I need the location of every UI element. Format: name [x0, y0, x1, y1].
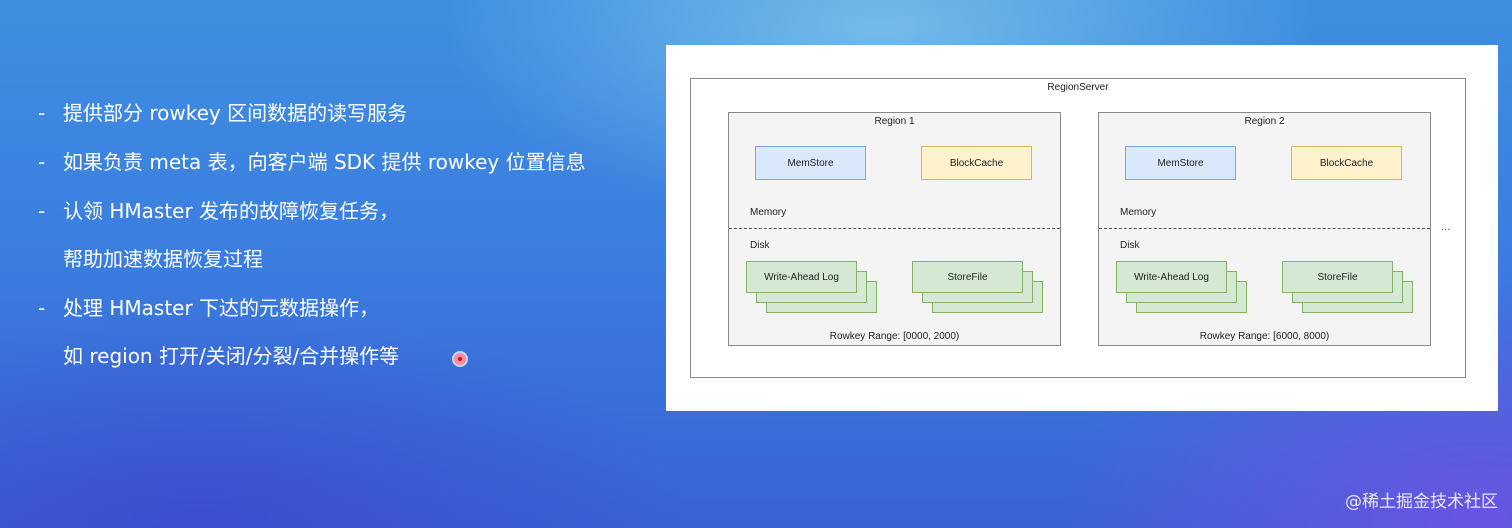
bullet-item: -提供部分 rowkey 区间数据的读写服务 — [38, 100, 407, 126]
bullet-text: 处理 HMaster 下达的元数据操作， — [63, 296, 380, 320]
more-regions-ellipsis: ... — [1441, 222, 1451, 233]
region-box: Region 1 MemStore BlockCache Memory Disk… — [728, 112, 1061, 346]
bullet-continuation: 帮助加速数据恢复过程 — [38, 246, 263, 272]
regionserver-box: RegionServer Region 1 MemStore BlockCach… — [690, 78, 1466, 378]
disk-label: Disk — [1120, 240, 1140, 251]
pointer-cursor-icon — [454, 353, 466, 365]
wal-stack: Write-Ahead Log — [1116, 261, 1248, 313]
bullet-text: 如 region 打开/关闭/分裂/合并操作等 — [63, 344, 400, 368]
diagram-panel: RegionServer Region 1 MemStore BlockCach… — [666, 45, 1498, 411]
wal-block: Write-Ahead Log — [746, 261, 857, 293]
storefile-block: StoreFile — [912, 261, 1023, 293]
blockcache-block: BlockCache — [1291, 146, 1402, 180]
bullet-item: -认领 HMaster 发布的故障恢复任务， — [38, 198, 399, 224]
region-title: Region 2 — [1244, 116, 1285, 127]
storefile-stack: StoreFile — [1282, 261, 1414, 313]
rowkey-range-label: Rowkey Range: [6000, 8000) — [1199, 331, 1330, 342]
rowkey-range-label: Rowkey Range: [0000, 2000) — [829, 331, 960, 342]
wal-block: Write-Ahead Log — [1116, 261, 1227, 293]
watermark: @稀土掘金技术社区 — [1345, 492, 1498, 512]
regionserver-title: RegionServer — [1047, 82, 1109, 93]
memory-disk-divider — [729, 228, 1060, 229]
bullet-text: 如果负责 meta 表，向客户端 SDK 提供 rowkey 位置信息 — [63, 150, 586, 174]
memory-label: Memory — [1120, 207, 1157, 218]
bullet-dash: - — [38, 199, 46, 223]
bullet-dash: - — [38, 296, 46, 320]
region-box: Region 2 MemStore BlockCache Memory Disk… — [1098, 112, 1431, 346]
wal-stack: Write-Ahead Log — [746, 261, 878, 313]
region-title: Region 1 — [874, 116, 915, 127]
bullet-dash: - — [38, 150, 46, 174]
bullet-dash: - — [38, 101, 46, 125]
disk-label: Disk — [750, 240, 770, 251]
bullet-text: 认领 HMaster 发布的故障恢复任务， — [63, 199, 400, 223]
bullet-continuation: 如 region 打开/关闭/分裂/合并操作等 — [38, 343, 399, 369]
memory-disk-divider — [1099, 228, 1430, 229]
bullet-text: 提供部分 rowkey 区间数据的读写服务 — [63, 101, 408, 125]
blockcache-block: BlockCache — [921, 146, 1032, 180]
memstore-block: MemStore — [1125, 146, 1236, 180]
bullet-item: -如果负责 meta 表，向客户端 SDK 提供 rowkey 位置信息 — [38, 149, 586, 175]
bullet-text: 帮助加速数据恢复过程 — [63, 247, 263, 271]
storefile-block: StoreFile — [1282, 261, 1393, 293]
memory-label: Memory — [750, 207, 787, 218]
storefile-stack: StoreFile — [912, 261, 1044, 313]
memstore-block: MemStore — [755, 146, 866, 180]
bullet-item: -处理 HMaster 下达的元数据操作， — [38, 295, 379, 321]
